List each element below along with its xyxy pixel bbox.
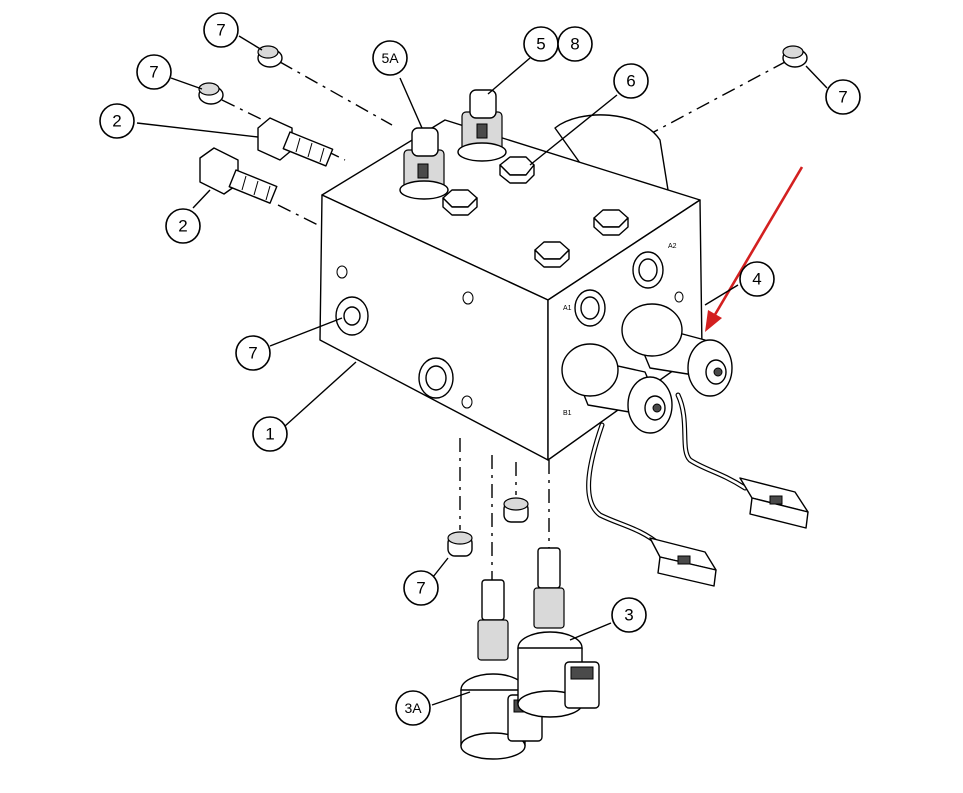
cap-plug-left-upper [198,82,224,105]
wire-connector-upper [739,477,809,529]
callout-2-lower: 2 [165,208,201,244]
svg-text:1: 1 [265,425,274,444]
callout-3a: 3A [395,690,431,726]
pressure-sensor-5a [399,127,449,200]
svg-text:5: 5 [536,35,545,54]
assembly-center-lines [221,61,786,580]
callout-2-upper: 2 [99,103,135,139]
svg-text:5A: 5A [381,50,399,66]
hex-plug-top-4 [534,241,570,268]
hex-plug-top-2 [442,189,478,216]
cartridge-valve-upper [257,117,334,167]
hex-plug-top-1 [499,156,535,184]
callout-7-mid-left: 7 [235,335,271,371]
cap-plug-bottom-1 [447,531,473,557]
callout-7-right: 7 [825,79,861,115]
solenoid-coil-lower [561,343,673,434]
svg-text:4: 4 [752,270,761,289]
svg-text:7: 7 [248,344,257,363]
svg-text:7: 7 [416,579,425,598]
svg-text:2: 2 [178,217,187,236]
solenoid-wire-harness [586,392,748,548]
cap-plug-top-left [257,45,283,68]
port-label-a1: A1 [563,305,572,312]
callout-5a: 5A [372,40,408,76]
svg-text:3: 3 [624,606,633,625]
svg-text:7: 7 [216,21,225,40]
callout-1: 1 [252,416,288,452]
callout-3: 3 [611,597,647,633]
callout-7-bottom: 7 [403,570,439,606]
solenoid-coil-upper [621,303,733,397]
hex-plug-top-3 [593,209,629,236]
svg-text:2: 2 [112,112,121,131]
pressure-sensor-5 [457,89,507,162]
wire-connector-lower [649,537,717,587]
cap-plug-bottom-2 [503,497,529,523]
svg-text:7: 7 [149,63,158,82]
callout-5: 5 [523,26,559,62]
cap-plug-right [782,45,808,68]
callout-7-top-left: 7 [203,12,239,48]
svg-text:8: 8 [570,35,579,54]
callout-7-left-upper: 7 [136,54,172,90]
svg-text:7: 7 [838,88,847,107]
port-label-a2: A2 [668,243,677,250]
solenoid-valve-3 [517,547,600,718]
callout-4: 4 [739,261,775,297]
cartridge-valve-lower [199,147,278,204]
port-label-b1: B1 [563,410,572,417]
svg-text:6: 6 [626,72,635,91]
leader-lines [136,35,828,706]
callout-8: 8 [557,26,593,62]
svg-text:3A: 3A [404,700,422,716]
callout-6: 6 [613,63,649,99]
highlight-arrow [705,166,804,332]
